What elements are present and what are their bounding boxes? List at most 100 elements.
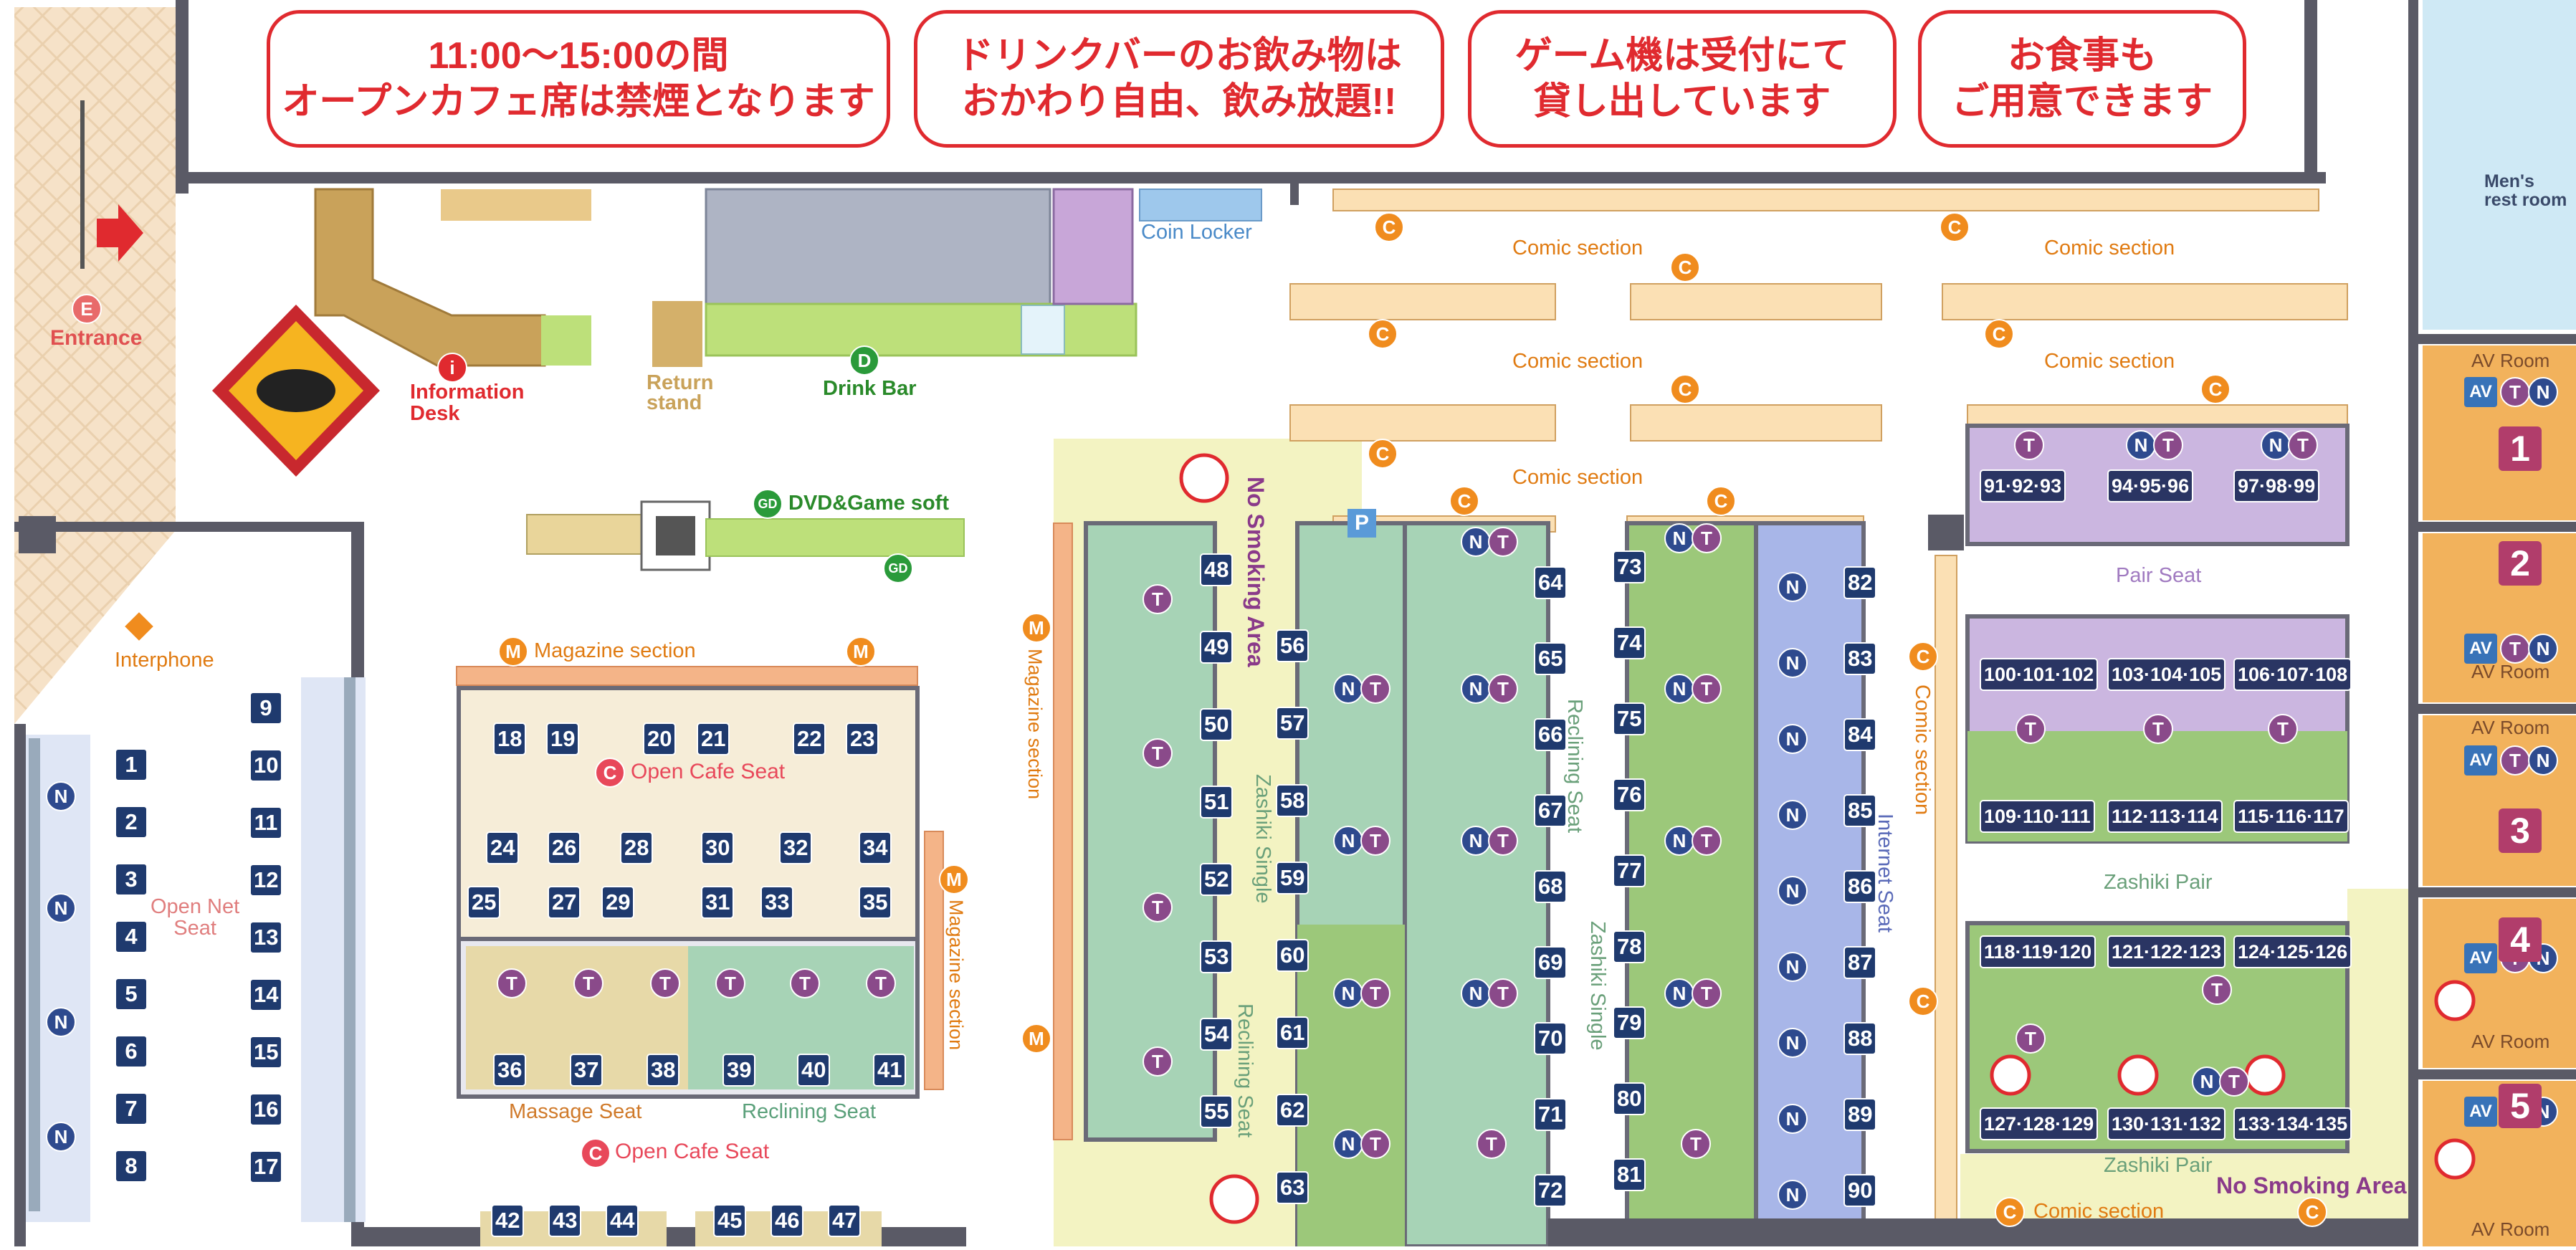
seat-number[interactable]: 124·125·126 <box>2233 935 2352 968</box>
av-room-number[interactable]: 2 <box>2499 541 2542 586</box>
seat-number[interactable]: 4 <box>115 920 148 953</box>
seat-number[interactable]: 28 <box>620 831 654 864</box>
seat-number[interactable]: 103·104·105 <box>2107 658 2226 691</box>
seat-number[interactable]: 43 <box>548 1204 582 1237</box>
seat-number[interactable]: 26 <box>548 831 581 864</box>
seat-number[interactable]: 27 <box>548 886 581 919</box>
seat-number[interactable]: 5 <box>115 978 148 1011</box>
seat-number[interactable]: 67 <box>1534 794 1568 827</box>
seat-number[interactable]: 69 <box>1534 946 1568 979</box>
seat-number[interactable]: 78 <box>1613 930 1646 963</box>
seat-number[interactable]: 37 <box>570 1054 604 1087</box>
seat-number[interactable]: 41 <box>873 1054 907 1087</box>
seat-number[interactable]: 79 <box>1613 1006 1646 1039</box>
seat-number[interactable]: 17 <box>249 1150 283 1183</box>
seat-number[interactable]: 38 <box>647 1054 680 1087</box>
seat-number[interactable]: 94·95·96 <box>2107 469 2194 502</box>
seat-number[interactable]: 51 <box>1200 786 1234 819</box>
seat-number[interactable]: 55 <box>1200 1095 1234 1128</box>
seat-number[interactable]: 56 <box>1276 629 1310 662</box>
seat-number[interactable]: 68 <box>1534 870 1568 903</box>
seat-number[interactable]: 127·128·129 <box>1980 1107 2099 1140</box>
seat-number[interactable]: 15 <box>249 1036 283 1069</box>
seat-number[interactable]: 81 <box>1613 1158 1646 1191</box>
seat-number[interactable]: 80 <box>1613 1082 1646 1115</box>
seat-number[interactable]: 7 <box>115 1092 148 1125</box>
seat-number[interactable]: 62 <box>1276 1094 1310 1127</box>
seat-number[interactable]: 49 <box>1200 631 1234 664</box>
seat-number[interactable]: 115·116·117 <box>2233 800 2349 833</box>
seat-number[interactable]: 73 <box>1613 550 1646 583</box>
seat-number[interactable]: 86 <box>1843 870 1877 903</box>
seat-number[interactable]: 8 <box>115 1150 148 1183</box>
seat-number[interactable]: 40 <box>797 1054 831 1087</box>
seat-number[interactable]: 112·113·114 <box>2107 800 2223 833</box>
seat-number[interactable]: 2 <box>115 806 148 839</box>
seat-number[interactable]: 39 <box>722 1054 756 1087</box>
seat-number[interactable]: 19 <box>546 722 580 755</box>
seat-number[interactable]: 85 <box>1843 794 1877 827</box>
seat-number[interactable]: 31 <box>701 886 735 919</box>
seat-number[interactable]: 66 <box>1534 718 1568 751</box>
seat-number[interactable]: 58 <box>1276 784 1310 817</box>
av-room-number[interactable]: 1 <box>2499 426 2542 471</box>
seat-number[interactable]: 52 <box>1200 863 1234 896</box>
seat-number[interactable]: 42 <box>491 1204 525 1237</box>
seat-number[interactable]: 88 <box>1843 1022 1877 1055</box>
seat-number[interactable]: 11 <box>249 806 282 839</box>
seat-number[interactable]: 47 <box>828 1204 862 1237</box>
seat-number[interactable]: 20 <box>643 722 677 755</box>
seat-number[interactable]: 63 <box>1276 1171 1310 1204</box>
seat-number[interactable]: 25 <box>467 886 501 919</box>
seat-number[interactable]: 59 <box>1276 862 1310 894</box>
seat-number[interactable]: 72 <box>1534 1174 1568 1207</box>
av-room-number[interactable]: 5 <box>2499 1084 2542 1128</box>
seat-number[interactable]: 48 <box>1200 553 1234 586</box>
seat-number[interactable]: 13 <box>249 921 283 954</box>
seat-number[interactable]: 76 <box>1613 778 1646 811</box>
seat-number[interactable]: 44 <box>606 1204 639 1237</box>
seat-number[interactable]: 23 <box>846 722 879 755</box>
seat-number[interactable]: 82 <box>1843 566 1877 599</box>
seat-number[interactable]: 75 <box>1613 702 1646 735</box>
seat-number[interactable]: 70 <box>1534 1022 1568 1055</box>
seat-number[interactable]: 64 <box>1534 566 1568 599</box>
seat-number[interactable]: 6 <box>115 1035 148 1068</box>
seat-number[interactable]: 91·92·93 <box>1980 469 2066 502</box>
seat-number[interactable]: 71 <box>1534 1098 1568 1131</box>
av-room-number[interactable]: 3 <box>2499 808 2542 853</box>
seat-number[interactable]: 65 <box>1534 642 1568 675</box>
seat-number[interactable]: 18 <box>493 722 527 755</box>
seat-number[interactable]: 46 <box>771 1204 804 1237</box>
seat-number[interactable]: 90 <box>1843 1174 1877 1207</box>
av-room-number[interactable]: 4 <box>2499 917 2542 962</box>
seat-number[interactable]: 84 <box>1843 718 1877 751</box>
seat-number[interactable]: 9 <box>249 692 282 725</box>
seat-number[interactable]: 34 <box>859 831 892 864</box>
seat-number[interactable]: 121·122·123 <box>2107 935 2226 968</box>
seat-number[interactable]: 133·134·135 <box>2233 1107 2352 1140</box>
seat-number[interactable]: 1 <box>115 748 148 781</box>
seat-number[interactable]: 32 <box>779 831 813 864</box>
seat-number[interactable]: 77 <box>1613 854 1646 887</box>
seat-number[interactable]: 87 <box>1843 946 1877 979</box>
seat-number[interactable]: 30 <box>701 831 735 864</box>
seat-number[interactable]: 54 <box>1200 1018 1234 1051</box>
seat-number[interactable]: 74 <box>1613 626 1646 659</box>
seat-number[interactable]: 12 <box>249 864 283 897</box>
seat-number[interactable]: 118·119·120 <box>1980 935 2096 968</box>
seat-number[interactable]: 50 <box>1200 708 1234 741</box>
seat-number[interactable]: 45 <box>713 1204 747 1237</box>
seat-number[interactable]: 130·131·132 <box>2107 1107 2226 1140</box>
seat-number[interactable]: 10 <box>249 749 283 782</box>
seat-number[interactable]: 16 <box>249 1093 283 1126</box>
seat-number[interactable]: 89 <box>1843 1098 1877 1131</box>
seat-number[interactable]: 100·101·102 <box>1980 658 2099 691</box>
seat-number[interactable]: 60 <box>1276 939 1310 972</box>
seat-number[interactable]: 36 <box>493 1054 527 1087</box>
seat-number[interactable]: 53 <box>1200 940 1234 973</box>
seat-number[interactable]: 61 <box>1276 1016 1310 1049</box>
seat-number[interactable]: 35 <box>859 886 892 919</box>
seat-number[interactable]: 14 <box>249 978 283 1011</box>
seat-number[interactable]: 83 <box>1843 642 1877 675</box>
